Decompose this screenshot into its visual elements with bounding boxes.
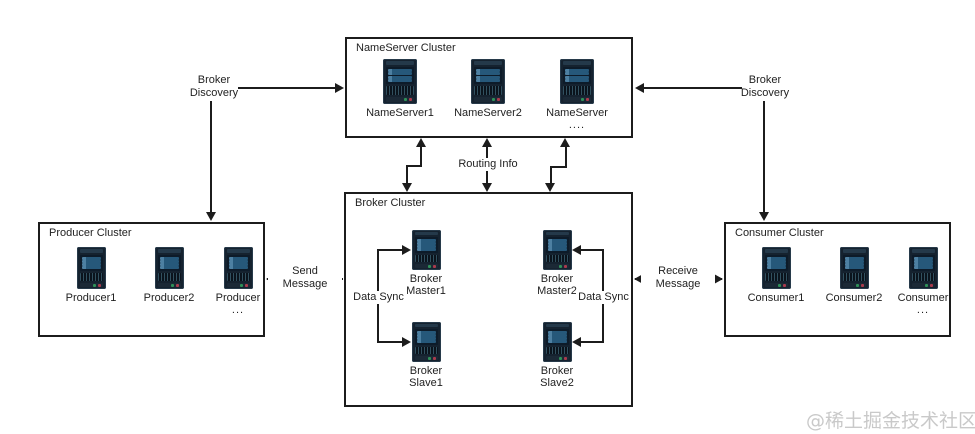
- server-icon: [542, 230, 572, 270]
- node-label: Consumer: [897, 292, 949, 304]
- node-producer1: Producer1: [46, 247, 136, 304]
- arrowhead-down-icon: [545, 183, 555, 192]
- server-icon: [383, 59, 417, 104]
- node-producer2: Producer2: [124, 247, 214, 304]
- node-label: Broker: [409, 365, 443, 377]
- routing-left-vline-top: [420, 147, 422, 167]
- arrowhead-down-icon: [402, 183, 412, 192]
- arrowhead-right-icon: [335, 83, 344, 93]
- arrowhead-right-icon: [402, 245, 411, 255]
- routing-left-vline-bottom: [406, 165, 408, 184]
- node-producer-n: Producer ...: [193, 247, 283, 316]
- routing-right-step: [550, 166, 567, 168]
- server-icon: [223, 247, 253, 289]
- arrowhead-up-icon: [560, 138, 570, 147]
- routing-left-step: [406, 165, 422, 167]
- arrowhead-down-icon: [759, 212, 769, 221]
- data-sync-right-hline-top: [580, 249, 604, 251]
- data-sync-right-label: Data Sync: [576, 291, 631, 304]
- node-ellipsis: ...: [231, 304, 245, 316]
- consumer-cluster-title: Consumer Cluster: [735, 227, 824, 239]
- node-consumer1: Consumer1: [731, 247, 821, 304]
- server-icon: [154, 247, 184, 289]
- arrowhead-right-icon: [402, 337, 411, 347]
- receive-message-label: Receive Message: [641, 265, 715, 291]
- arrowhead-left-icon: [634, 274, 643, 284]
- server-icon: [76, 247, 106, 289]
- node-label: Broker: [409, 273, 443, 285]
- data-sync-left-label: Data Sync: [351, 291, 406, 304]
- node-label: Broker: [540, 365, 574, 377]
- server-icon: [411, 322, 441, 362]
- node-broker-master2: Broker Master2: [512, 230, 602, 297]
- node-broker-slave1: Broker Slave1: [381, 322, 471, 389]
- node-ellipsis: ....: [568, 119, 586, 131]
- node-consumer2: Consumer2: [809, 247, 899, 304]
- node-label: Slave1: [409, 377, 443, 389]
- node-label: Consumer2: [825, 292, 883, 304]
- routing-info-label: Routing Info: [448, 158, 528, 171]
- broker-discovery-left-label: Broker Discovery: [189, 74, 239, 99]
- node-label: Broker: [540, 273, 574, 285]
- server-icon: [761, 247, 791, 289]
- node-label: Consumer1: [747, 292, 805, 304]
- data-sync-right-hline-bottom: [580, 341, 604, 343]
- server-icon: [542, 322, 572, 362]
- server-icon: [411, 230, 441, 270]
- routing-right-vline-bottom: [550, 166, 552, 184]
- server-icon: [839, 247, 869, 289]
- server-icon: [471, 59, 505, 104]
- arrowhead-left-icon: [635, 83, 644, 93]
- arrowhead-up-icon: [416, 138, 426, 147]
- broker-discovery-right-hline: [644, 87, 742, 89]
- broker-discovery-left-vline: [210, 101, 212, 213]
- node-nameserver-n: NameServer ....: [532, 59, 622, 131]
- node-label: Master2: [537, 285, 577, 297]
- node-label: Producer1: [65, 292, 117, 304]
- producer-cluster-title: Producer Cluster: [49, 227, 132, 239]
- nameserver-cluster-title: NameServer Cluster: [356, 42, 456, 54]
- node-consumer-n: Consumer ...: [878, 247, 968, 316]
- broker-discovery-right-label: Broker Discovery: [740, 74, 790, 99]
- node-label: NameServer1: [366, 107, 434, 119]
- broker-discovery-left-hline: [238, 87, 336, 89]
- arrowhead-right-icon: [714, 274, 723, 284]
- node-ellipsis: ...: [916, 304, 930, 316]
- node-label: Producer: [215, 292, 261, 304]
- data-sync-left-hline-bottom: [377, 341, 403, 343]
- node-label: NameServer2: [454, 107, 522, 119]
- data-sync-left-hline-top: [377, 249, 403, 251]
- server-icon: [908, 247, 938, 289]
- routing-right-vline-top: [565, 147, 567, 168]
- broker-discovery-right-vline: [763, 101, 765, 213]
- watermark-text: @稀土掘金技术社区: [806, 410, 975, 432]
- arrowhead-left-icon: [572, 337, 581, 347]
- send-message-label: Send Message: [268, 265, 342, 291]
- broker-cluster-title: Broker Cluster: [355, 197, 426, 209]
- arrowhead-left-icon: [572, 245, 581, 255]
- node-label: Producer2: [143, 292, 195, 304]
- node-nameserver2: NameServer2: [443, 59, 533, 119]
- arrowhead-down-icon: [482, 183, 492, 192]
- node-label: Slave2: [540, 377, 574, 389]
- node-label: NameServer: [546, 107, 608, 119]
- arrowhead-up-icon: [482, 138, 492, 147]
- node-label: Master1: [406, 285, 446, 297]
- server-icon: [560, 59, 594, 104]
- node-nameserver1: NameServer1: [355, 59, 445, 119]
- node-broker-slave2: Broker Slave2: [512, 322, 602, 389]
- node-broker-master1: Broker Master1: [381, 230, 471, 297]
- arrowhead-down-icon: [206, 212, 216, 221]
